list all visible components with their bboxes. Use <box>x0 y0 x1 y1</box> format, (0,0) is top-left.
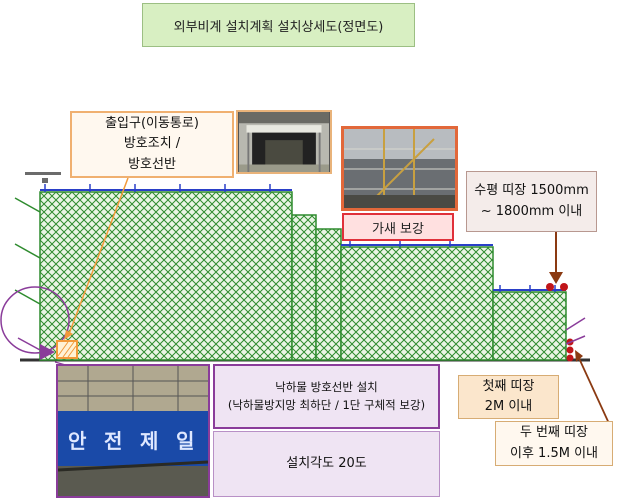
net-panel-step2 <box>315 228 342 361</box>
left-wall-ties <box>14 197 41 305</box>
tie-node-1 <box>546 283 554 291</box>
entrance-marker-hatch <box>57 341 77 358</box>
entrance-callout: 출입구(이동통로) 방호조치 / 방호선반 <box>70 111 234 178</box>
net-panel-middle <box>340 246 494 361</box>
entrance-marker <box>56 340 78 359</box>
bracing-label: 가새 보강 <box>342 213 454 241</box>
second-tie-line2: 이후 1.5M 이내 <box>510 445 598 461</box>
protection-shelf-callout: 낙하물 방호선반 설치 (낙하물방지망 최하단 / 1단 구체적 보강) <box>213 364 440 429</box>
banner-glyph-3: 제 <box>140 429 158 453</box>
entrance-line1: 출입구(이동통로) <box>105 116 199 132</box>
entrance-line3: 방호선반 <box>128 156 176 172</box>
second-tie-arrowhead <box>575 350 583 362</box>
bracing-photo <box>341 126 458 211</box>
tie-node-2 <box>560 283 568 291</box>
install-angle-text: 설치각도 20도 <box>286 455 367 471</box>
right-ground-ties <box>565 317 586 362</box>
diagram-title-text: 외부비계 설치계획 설치상세도(정면도) <box>173 19 384 35</box>
entrance-photo <box>236 110 332 174</box>
diagram-title: 외부비계 설치계획 설치상세도(정면도) <box>142 3 415 47</box>
protection-shelf-line1: 낙하물 방호선반 설치 <box>275 379 378 394</box>
horizontal-tie-line1: 수평 띠장 1500mm <box>474 183 589 199</box>
left-wall-ties-purple <box>17 337 41 351</box>
first-tie-line2: 2M 이내 <box>484 399 533 414</box>
bracing-label-text: 가새 보강 <box>372 221 424 237</box>
install-angle-callout: 설치각도 20도 <box>213 431 440 497</box>
banner-glyph-1: 안 <box>68 429 87 453</box>
entrance-arrow <box>68 177 129 335</box>
horizontal-tie-callout: 수평 띠장 1500mm ~ 1800mm 이내 <box>466 171 597 232</box>
first-tie-line1: 첫째 띠장 <box>482 378 535 394</box>
net-panel-step1 <box>291 214 317 361</box>
horizontal-tie-line2: ~ 1800mm 이내 <box>480 203 583 219</box>
horizontal-tie-arrowhead <box>549 272 563 284</box>
protection-shelf-arrowhead <box>40 344 55 360</box>
entrance-arrowhead <box>64 330 73 340</box>
net-panel-right <box>492 291 567 361</box>
protection-shelf-photo: 안 전 제 일 <box>56 364 210 498</box>
second-tie-callout: 두 번째 띠장 이후 1.5M 이내 <box>495 421 613 466</box>
top-marker-row <box>25 172 61 183</box>
second-tie-line1: 두 번째 띠장 <box>519 425 589 441</box>
entrance-line2: 방호조치 / <box>123 136 181 152</box>
second-tie-arrow <box>577 355 613 431</box>
protection-shelf-marker <box>0 286 70 354</box>
first-tie-callout: 첫째 띠장 2M 이내 <box>458 375 559 419</box>
net-panel-main <box>39 191 293 361</box>
banner-glyph-2: 전 <box>104 429 122 453</box>
protection-shelf-line2: (낙하물방지망 최하단 / 1단 구체적 보강) <box>227 397 426 412</box>
banner-glyph-4: 일 <box>176 429 194 453</box>
